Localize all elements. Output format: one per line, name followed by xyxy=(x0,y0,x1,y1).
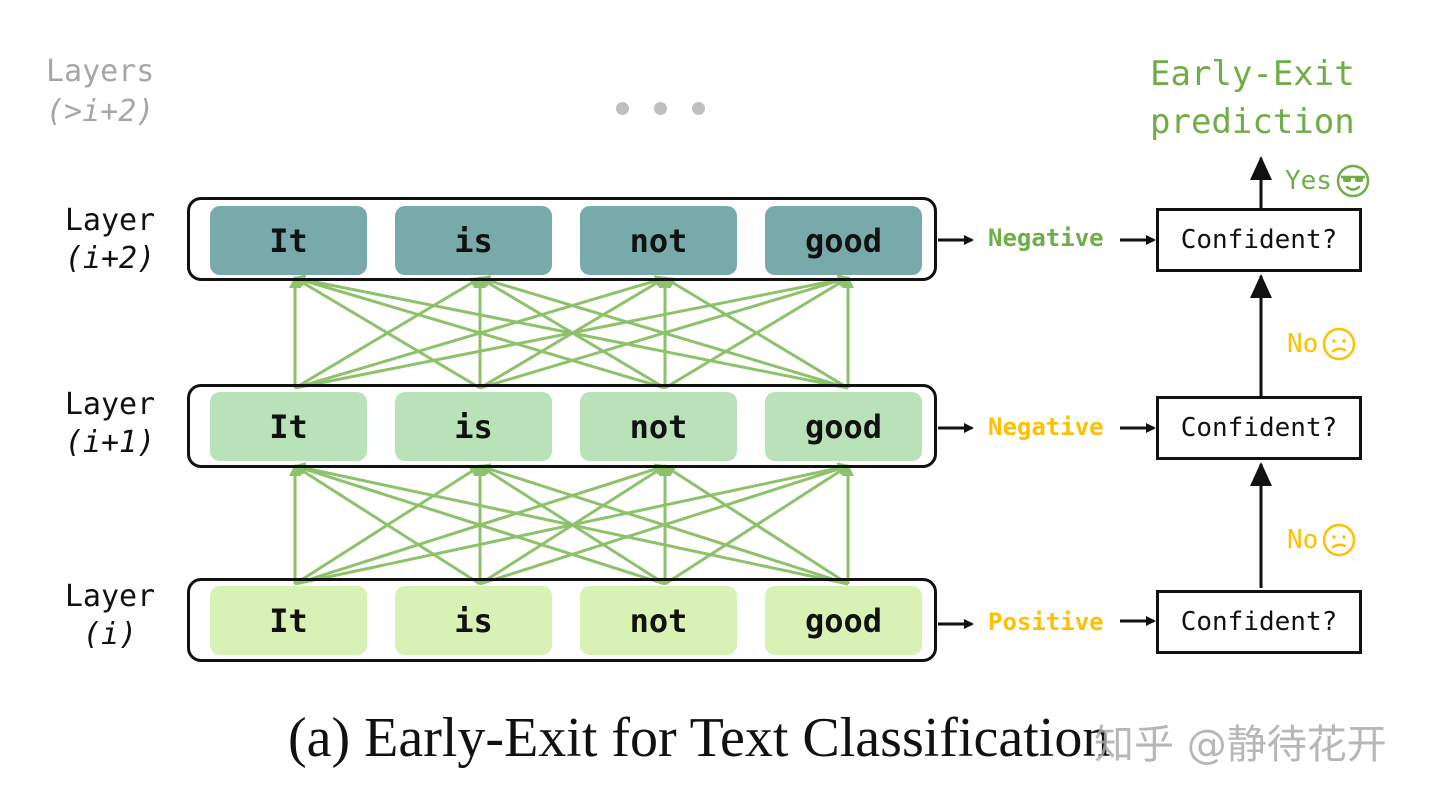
ellipsis-dot xyxy=(692,102,705,115)
token-it: It xyxy=(210,206,367,275)
ellipsis xyxy=(612,102,712,118)
layer-frame-i xyxy=(187,578,937,662)
feedback-yes: Yes xyxy=(1285,163,1371,199)
layer-label-i1: Layer (i+1) xyxy=(54,386,166,462)
arrowhead-up-yes xyxy=(1250,156,1272,180)
layer-frame-i1 xyxy=(187,384,937,468)
confident-box-i2: Confident? xyxy=(1156,208,1362,272)
attention-link xyxy=(478,463,849,586)
token-not: not xyxy=(580,586,737,655)
ellipsis-dot xyxy=(616,102,629,115)
token-it: It xyxy=(210,392,367,461)
token-not: not xyxy=(580,392,737,461)
layer-label-index: (i+2) xyxy=(64,241,156,276)
layer-label-i2: Layer (i+2) xyxy=(54,202,166,278)
layer-label-title: Layer xyxy=(64,579,156,614)
feedback-no-label: No xyxy=(1287,329,1319,359)
token-it: It xyxy=(210,586,367,655)
feedback-yes-label: Yes xyxy=(1285,166,1332,196)
layer-label-index: (i) xyxy=(82,617,138,652)
attention-link xyxy=(293,276,481,390)
upper-layers-label: Layers (>i+2) xyxy=(46,52,206,132)
layer-label-index: (i+1) xyxy=(64,425,156,460)
confident-box-i1: Confident? xyxy=(1156,396,1362,460)
ellipsis-dot xyxy=(654,102,667,115)
token-good: good xyxy=(765,586,922,655)
attention-link xyxy=(293,275,666,390)
attention-links xyxy=(289,274,854,586)
attention-link xyxy=(663,464,849,586)
sunglasses-face-icon xyxy=(1335,163,1371,199)
prediction-layer-i1: Negative xyxy=(988,413,1104,441)
layer-frame-i2 xyxy=(187,197,937,281)
prediction-layer-i2: Negative xyxy=(988,224,1104,252)
attention-link xyxy=(293,462,849,586)
token-not: not xyxy=(580,206,737,275)
feedback-no-upper: No xyxy=(1287,326,1357,362)
feedback-no-lower: No xyxy=(1287,522,1357,558)
feedback-no-label: No xyxy=(1287,525,1319,555)
watermark: 知乎 @静待花开 xyxy=(1094,722,1387,768)
token-is: is xyxy=(395,392,552,461)
layer-label-title: Layer xyxy=(64,387,156,422)
figure-caption: (a) Early-Exit for Text Classification xyxy=(288,707,1111,769)
confident-box-i: Confident? xyxy=(1156,590,1362,654)
early-exit-prediction-label: Early-Exit prediction xyxy=(1150,50,1390,146)
early-exit-line1: Early-Exit xyxy=(1150,54,1355,94)
attention-link xyxy=(663,276,849,390)
upper-layers-title: Layers xyxy=(46,54,155,89)
prediction-layer-i: Positive xyxy=(988,608,1104,636)
token-good: good xyxy=(765,206,922,275)
arrowhead-up-upper xyxy=(1250,274,1272,298)
attention-link xyxy=(293,274,849,390)
confused-face-icon xyxy=(1321,522,1357,558)
upper-layers-range: (>i+2) xyxy=(46,94,155,129)
early-exit-line2: prediction xyxy=(1150,102,1355,142)
attention-link xyxy=(293,464,481,586)
layer-label-i: Layer (i) xyxy=(54,578,166,654)
token-good: good xyxy=(765,392,922,461)
attention-link xyxy=(478,275,849,390)
token-is: is xyxy=(395,206,552,275)
layer-label-title: Layer xyxy=(64,203,156,238)
confused-face-icon xyxy=(1321,326,1357,362)
arrowhead-up-lower xyxy=(1250,462,1272,486)
attention-link xyxy=(293,463,666,586)
token-is: is xyxy=(395,586,552,655)
